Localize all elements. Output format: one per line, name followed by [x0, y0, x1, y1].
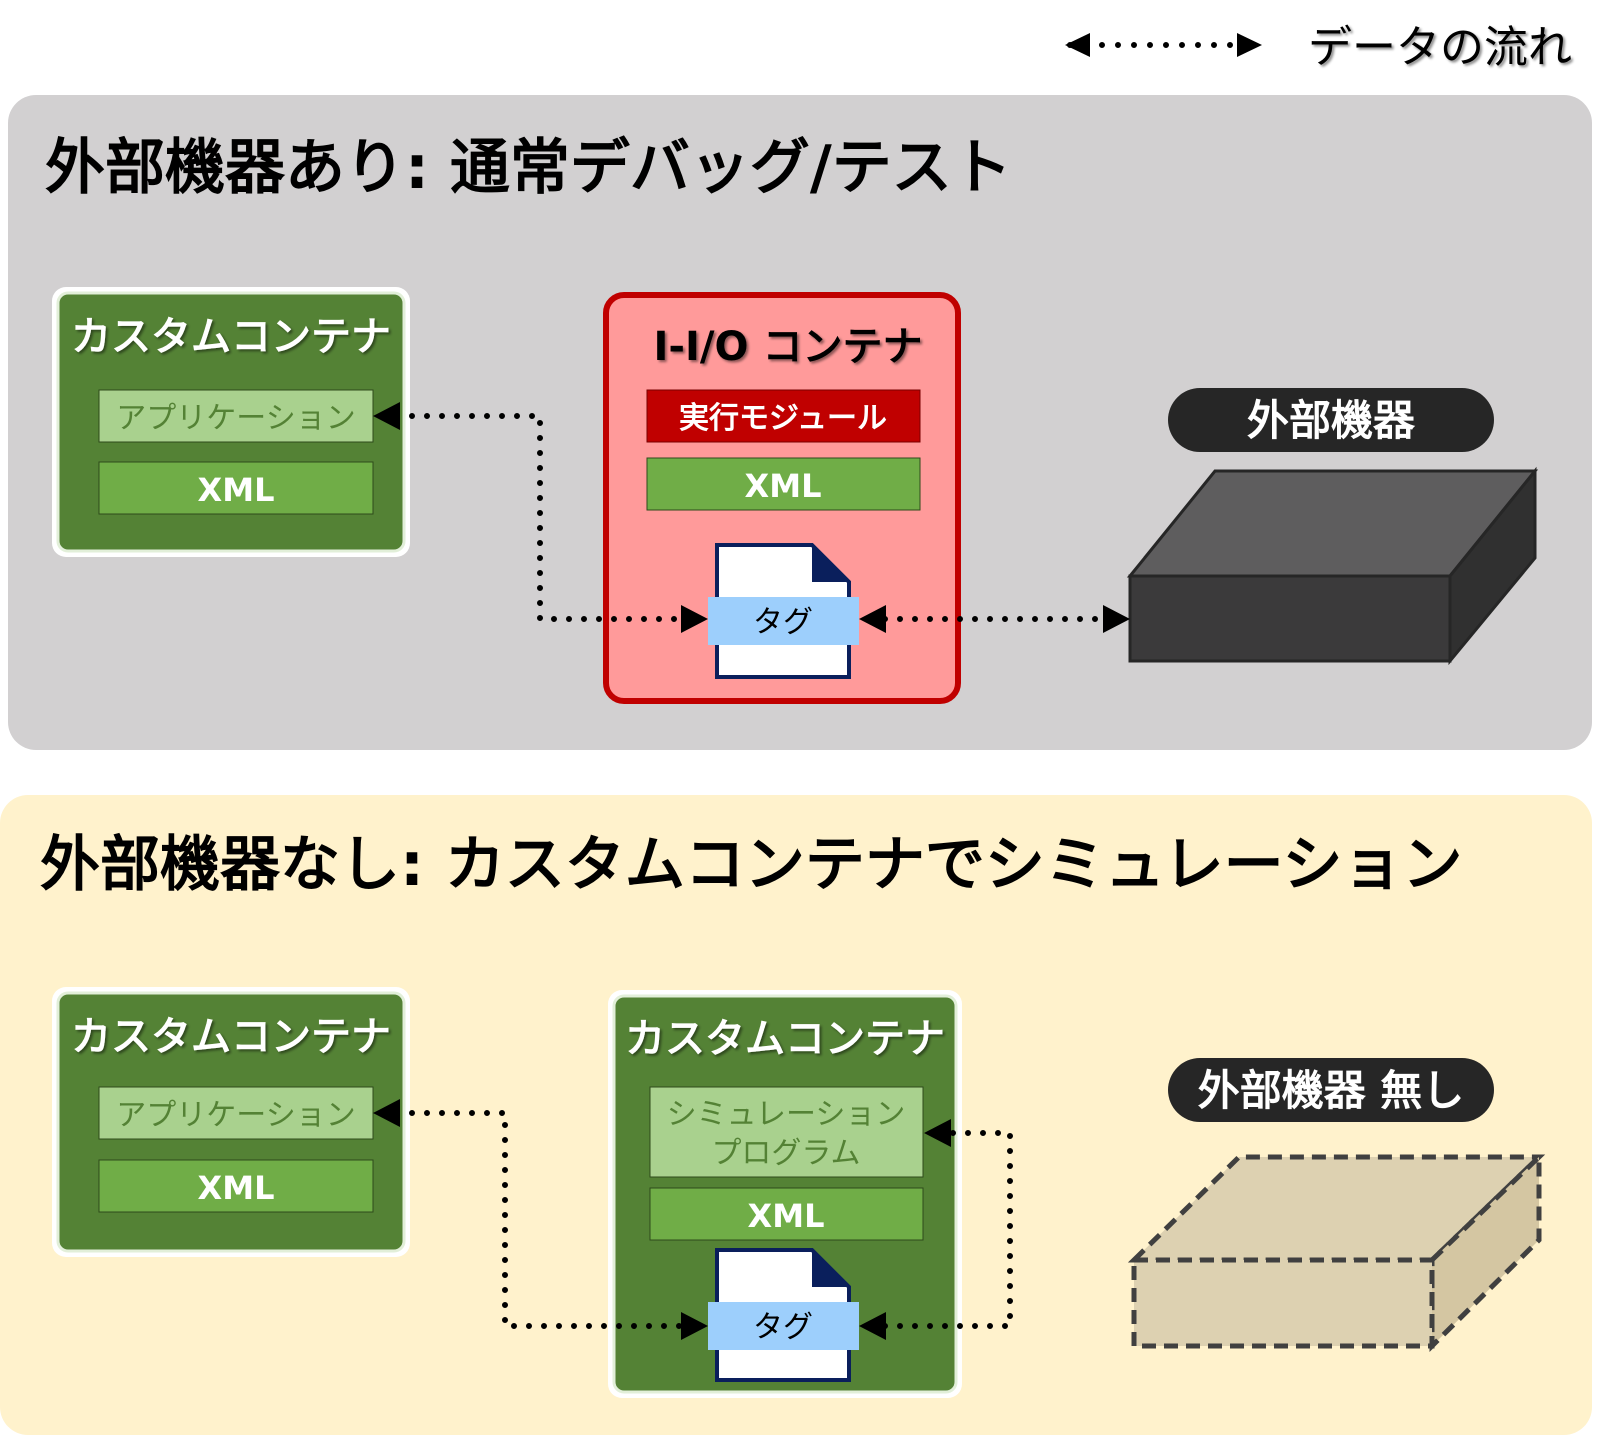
application-box [98, 1086, 374, 1140]
simulation-program-box [649, 1086, 924, 1178]
io-container-title: I-I/O コンテナ [654, 324, 923, 370]
custom-container: カスタムコンテナ アプリケーション XML [52, 287, 410, 557]
device-box-icon [1126, 466, 1539, 666]
section-with-device: 外部機器あり: 通常デバッグ/テスト カスタムコンテナ アプリケーション XML… [8, 95, 1592, 750]
io-container: I-I/O コンテナ 実行モジュール XML タグ [603, 292, 961, 704]
device-label: 外部機器 無し [1198, 1066, 1465, 1115]
flow-arrow-app-to-tag [379, 1110, 683, 1329]
ghost-device-box-icon [1127, 1151, 1546, 1352]
legend-label: データの流れ [1308, 22, 1572, 73]
legend: データの流れ [1065, 22, 1572, 73]
application-label: アプリケーション [116, 1098, 355, 1133]
external-device: 外部機器 [1126, 388, 1539, 666]
application-label: アプリケーション [116, 401, 355, 436]
device-label-pill [1168, 1058, 1494, 1122]
tag-document: タグ [708, 543, 859, 679]
xml-label: XML [745, 467, 822, 505]
section-without-device: 外部機器なし: カスタムコンテナでシミュレーション カスタムコンテナ アプリケー… [0, 795, 1592, 1435]
xml-box [98, 1159, 374, 1213]
tag-label: タグ [753, 605, 813, 640]
custom-container: カスタムコンテナ アプリケーション XML [52, 987, 410, 1257]
xml-box [649, 1187, 924, 1241]
xml-label: XML [748, 1197, 825, 1235]
simulation-program-label-line2: プログラム [711, 1136, 860, 1171]
flow-arrow-tag-to-simulation [882, 1130, 1013, 1329]
xml-box [98, 461, 374, 515]
device-label-pill [1168, 388, 1494, 452]
module-label: 実行モジュール [679, 401, 887, 436]
tag-label-box [708, 597, 859, 645]
container-title: カスタムコンテナ [625, 1016, 945, 1062]
tag-label: タグ [753, 1310, 813, 1345]
tag-label-box [708, 1302, 859, 1350]
simulation-container: カスタムコンテナ シミュレーション プログラム XML タグ [608, 990, 962, 1398]
container-title: カスタムコンテナ [71, 314, 391, 360]
section-title: 外部機器なし: カスタムコンテナでシミュレーション [40, 830, 1462, 900]
simulation-program-label-line1: シミュレーション [667, 1097, 906, 1132]
section-title: 外部機器あり: 通常デバッグ/テスト [45, 133, 1012, 203]
external-device-absent: 外部機器 無し [1127, 1058, 1546, 1352]
xml-label: XML [198, 471, 275, 509]
container-title: カスタムコンテナ [71, 1014, 391, 1060]
module-box [646, 389, 921, 443]
xml-box [646, 457, 921, 511]
tag-document: タグ [708, 1248, 859, 1382]
xml-label: XML [198, 1169, 275, 1207]
device-label: 外部機器 [1247, 396, 1416, 445]
